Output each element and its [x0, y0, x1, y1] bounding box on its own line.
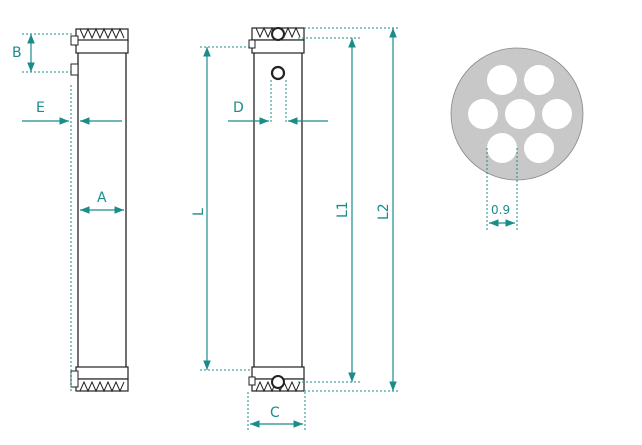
- module-body: [253, 39, 303, 374]
- dimension-l2: L2: [304, 27, 400, 392]
- dimension-d: D: [228, 80, 328, 125]
- dimension-b-label: B: [12, 45, 22, 61]
- bottom-side-port: [248, 376, 256, 386]
- dimension-l1: L1: [298, 37, 360, 383]
- top-end-cap: [75, 28, 129, 42]
- dimension-b: B: [12, 33, 72, 73]
- channel-hole: [542, 99, 572, 129]
- bottom-end-cap: [75, 378, 129, 392]
- dimension-c-label: C: [270, 405, 280, 421]
- dimension-a-label: A: [97, 190, 107, 206]
- feed-port-bottom: [271, 375, 285, 389]
- module-front-view: [248, 26, 305, 393]
- bottom-thread: [79, 380, 125, 393]
- dimension-c: C: [247, 392, 306, 430]
- top-side-port: [70, 35, 79, 46]
- top-thread: [79, 27, 125, 40]
- feed-port-top: [271, 27, 285, 41]
- channel-hole: [468, 99, 498, 129]
- dimension-l-label: L: [191, 208, 207, 216]
- permeate-side-port: [70, 63, 79, 76]
- channel-hole: [524, 133, 554, 163]
- top-side-port: [248, 39, 256, 49]
- channel-hole: [487, 65, 517, 95]
- module-body: [77, 39, 127, 374]
- bottom-side-port: [70, 370, 79, 388]
- top-clamp-band: [75, 39, 129, 54]
- dimension-a: A: [80, 190, 124, 214]
- cross-section: [450, 47, 584, 181]
- top-clamp-band: [251, 39, 305, 54]
- dimension-l: L: [191, 46, 252, 371]
- dimension-d-label: D: [233, 100, 244, 116]
- dimension-channel-label: 0.9: [491, 203, 510, 217]
- dimension-channel: 0.9: [486, 148, 518, 230]
- dimension-l1-label: L1: [335, 201, 351, 218]
- channel-hole: [487, 133, 517, 163]
- dimension-l2-label: L2: [376, 203, 392, 220]
- channel-hole: [524, 65, 554, 95]
- permeate-port: [270, 65, 286, 81]
- dimension-e-label: E: [36, 100, 45, 116]
- channel-hole: [505, 99, 535, 129]
- bottom-clamp-band: [75, 366, 129, 380]
- dimension-e: E: [22, 85, 122, 392]
